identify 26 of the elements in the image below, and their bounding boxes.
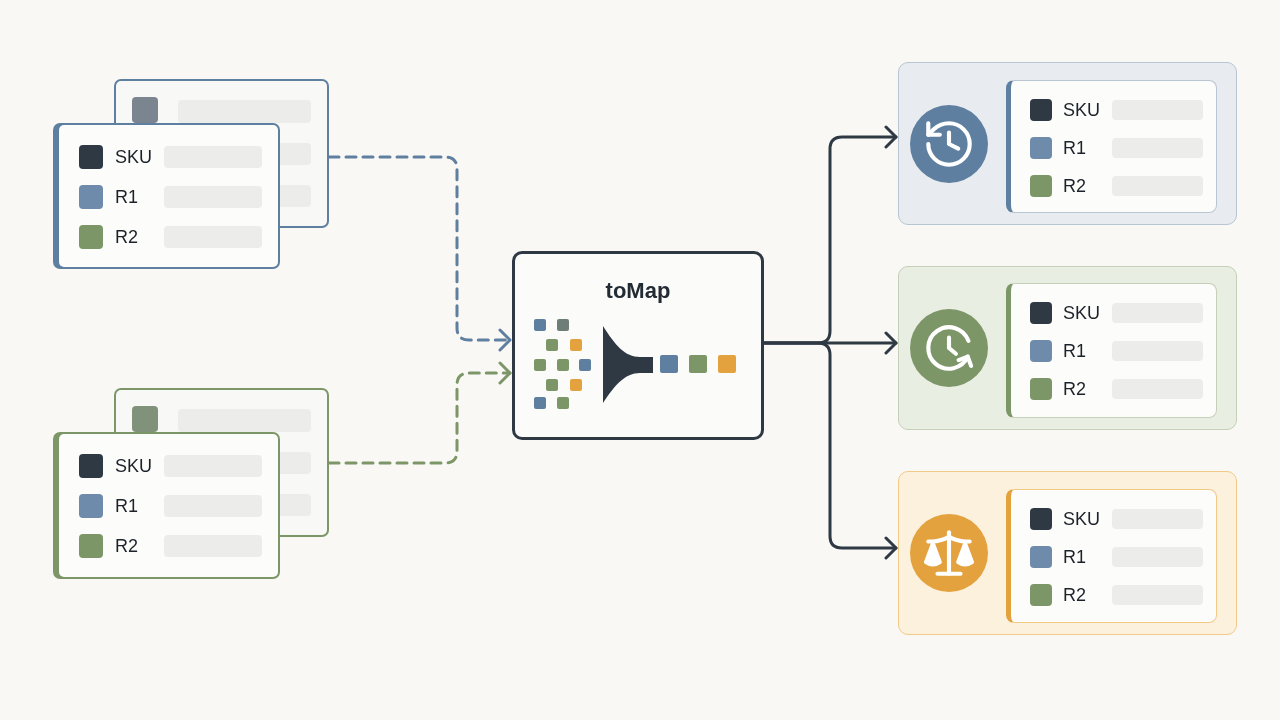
result-panel (898, 62, 1237, 225)
row-label: SKU (1063, 509, 1100, 528)
row-label: R2 (1063, 379, 1086, 398)
row-label: R1 (1063, 547, 1086, 566)
process-title: toMap (605, 280, 671, 302)
result-panel (898, 471, 1237, 635)
process-box (512, 251, 764, 440)
row-label: R2 (1063, 176, 1086, 195)
row-label: SKU (1063, 303, 1100, 322)
row-label: SKU (115, 457, 152, 475)
row-label: R1 (115, 497, 138, 515)
row-label: R2 (1063, 585, 1086, 604)
row-label: SKU (115, 148, 152, 166)
row-label: SKU (1063, 100, 1100, 119)
record-card (1006, 80, 1217, 213)
row-label: R1 (1063, 341, 1086, 360)
card-stack (53, 79, 329, 269)
row-label: R2 (115, 537, 138, 555)
row-label: R2 (115, 228, 138, 246)
record-card (1006, 283, 1217, 418)
result-panel (898, 266, 1237, 430)
card-stack (53, 388, 329, 579)
row-label: R1 (1063, 138, 1086, 157)
row-label: R1 (115, 188, 138, 206)
record-card (1006, 489, 1217, 623)
arrow (762, 341, 898, 560)
